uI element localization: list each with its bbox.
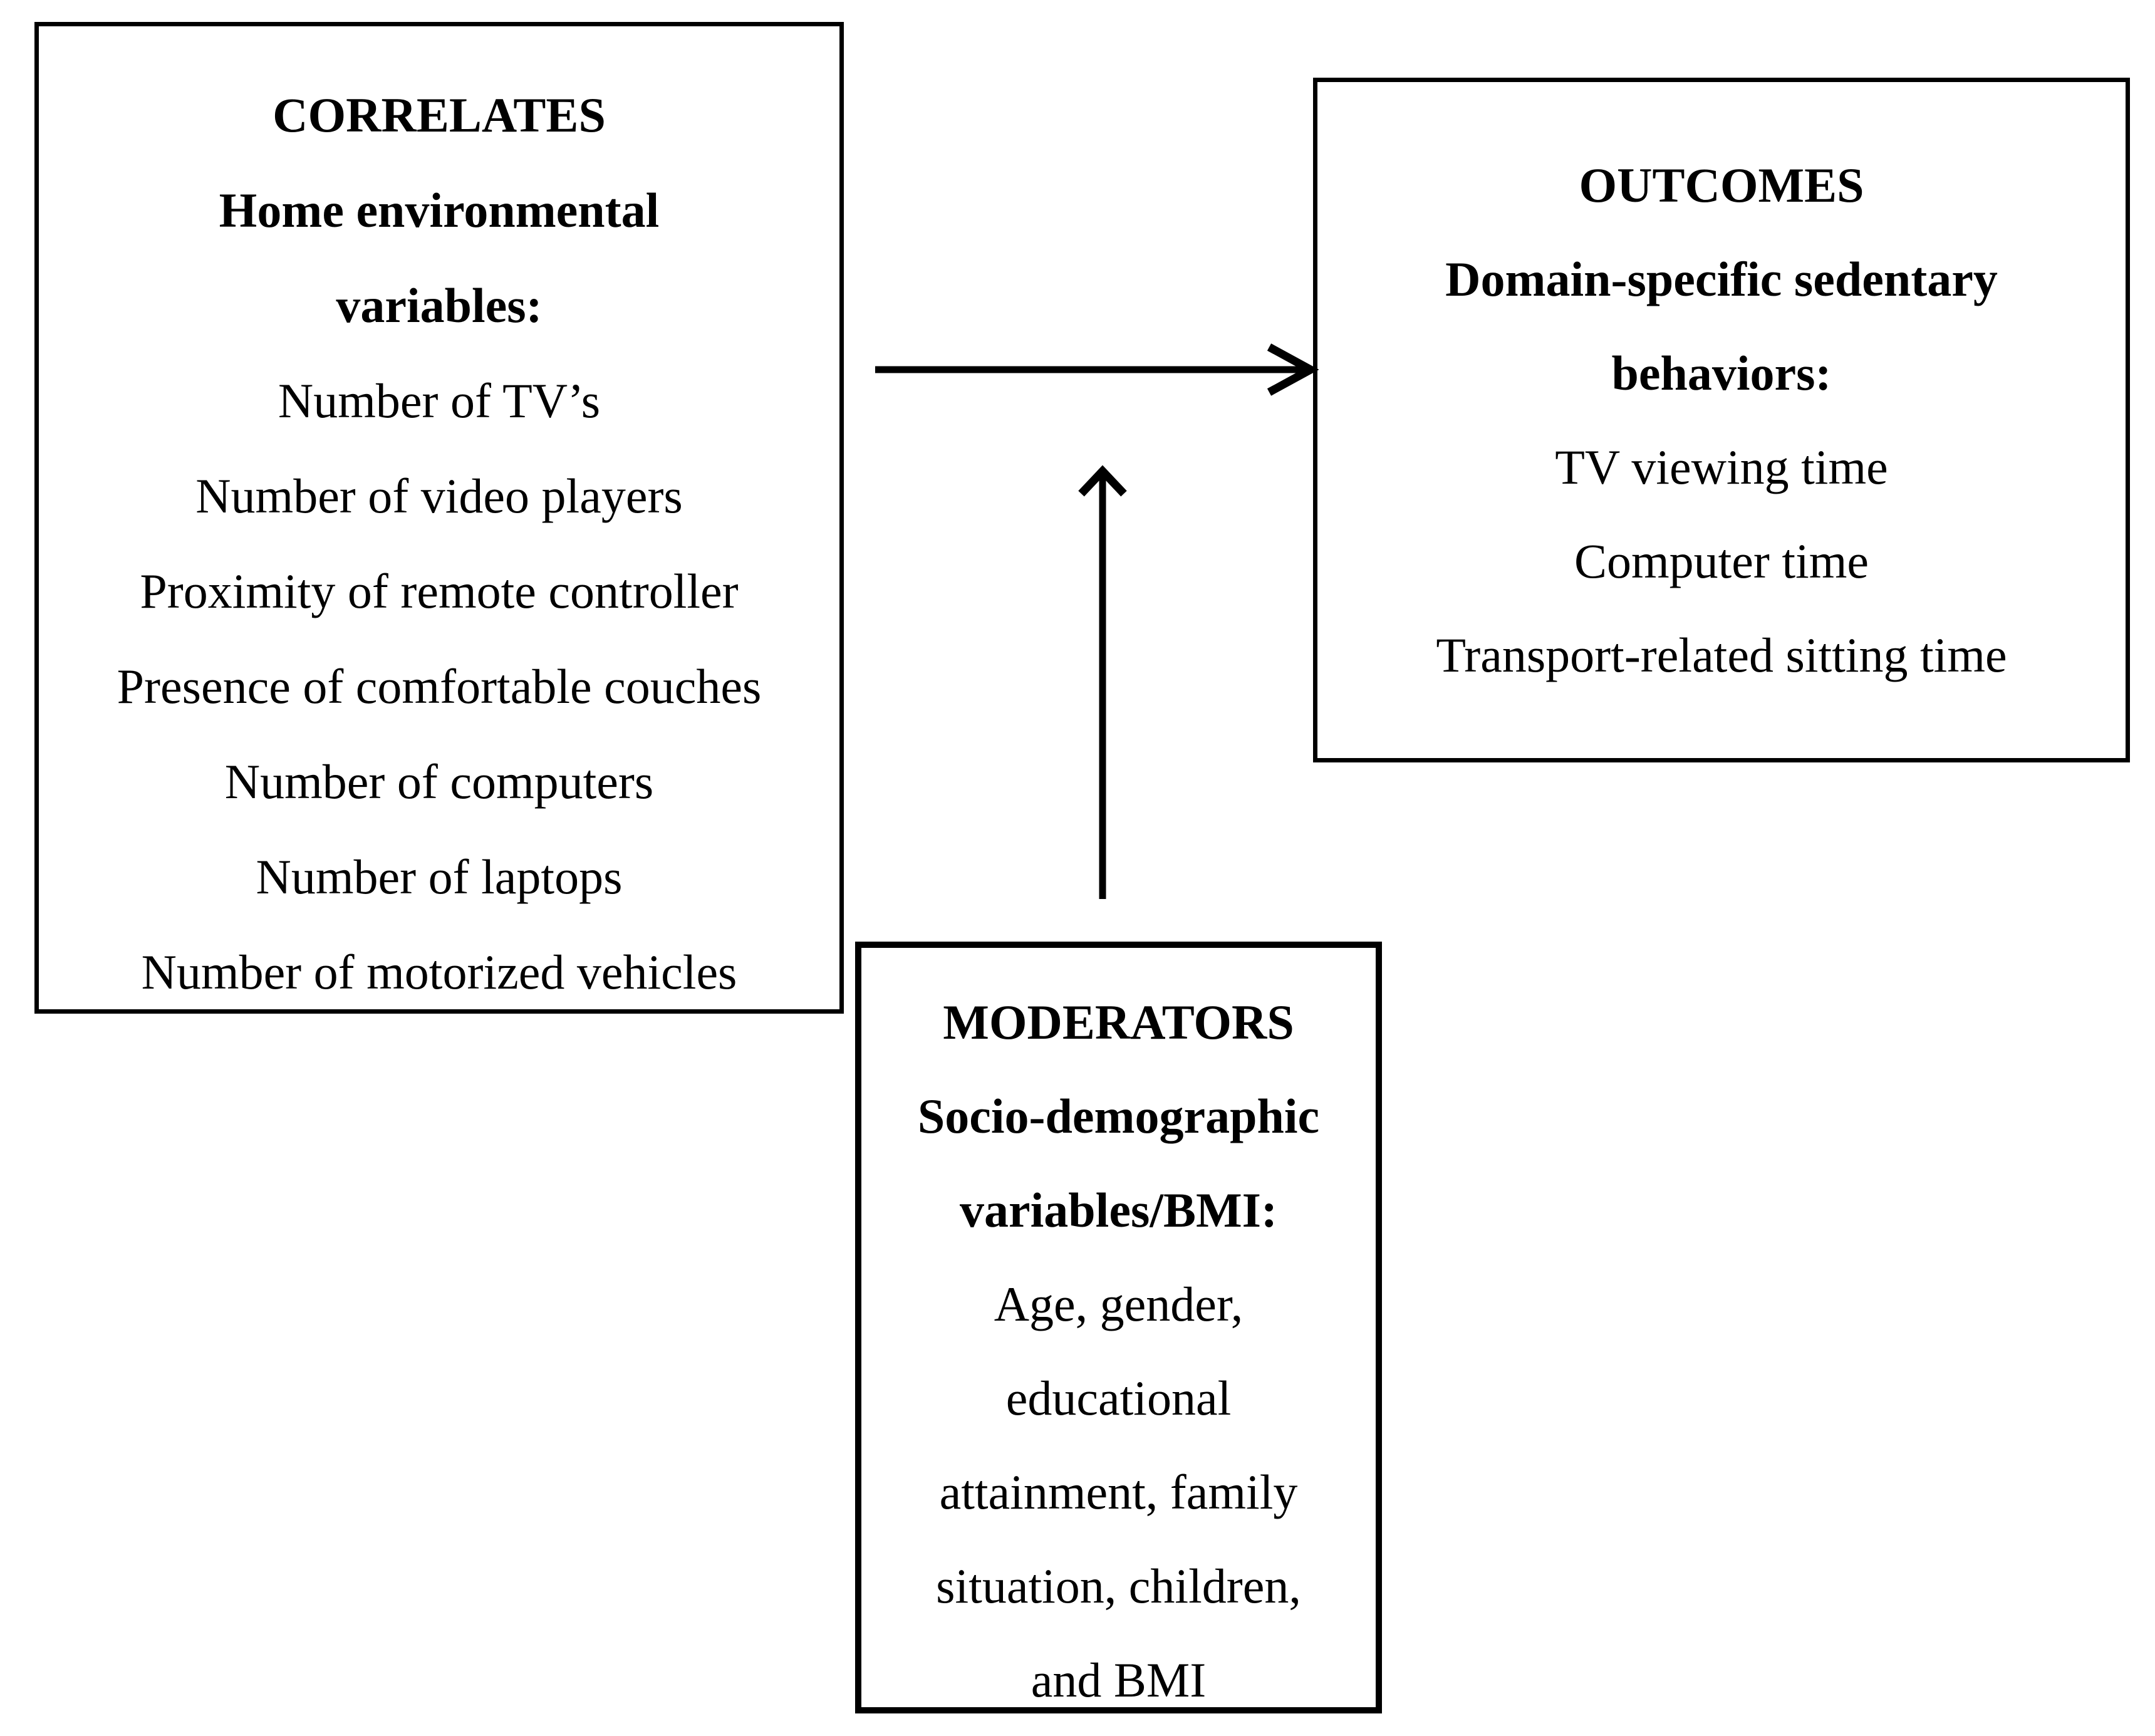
outcomes-subtitle-line-1: Domain-specific sedentary	[1445, 252, 1998, 306]
correlates-box: CORRELATES Home environmental variables:…	[34, 22, 844, 1014]
outcomes-item: Computer time	[1574, 534, 1869, 588]
right-arrow-correlates-to-outcomes	[875, 343, 1319, 396]
correlates-subtitle-line-1: Home environmental	[219, 183, 660, 237]
correlates-item: Number of computers	[224, 754, 654, 809]
correlates-item: Number of laptops	[256, 850, 623, 904]
correlates-title: CORRELATES	[273, 88, 606, 142]
moderators-item: attainment, family	[939, 1465, 1298, 1519]
moderators-subtitle-line-2: variables/BMI:	[960, 1183, 1277, 1237]
outcomes-title: OUTCOMES	[1579, 158, 1864, 212]
up-arrow-head-icon	[1078, 465, 1127, 497]
correlates-item: Number of video players	[195, 469, 683, 523]
moderators-item: educational	[1005, 1371, 1232, 1425]
correlates-subtitle-line-2: variables:	[336, 278, 543, 333]
right-arrow-head-icon	[1267, 343, 1319, 396]
correlates-item: Proximity of remote controller	[140, 564, 739, 618]
moderators-item: situation, children,	[936, 1559, 1301, 1613]
outcomes-subtitle-line-2: behaviors:	[1611, 346, 1832, 400]
moderators-subtitle-line-1: Socio-demographic	[917, 1089, 1320, 1143]
up-arrow-moderators-to-pathway	[1078, 465, 1127, 899]
moderators-box: MODERATORS Socio-demographic variables/B…	[855, 942, 1382, 1713]
correlates-item: Number of motorized vehicles	[141, 945, 737, 999]
moderators-title: MODERATORS	[943, 995, 1294, 1049]
correlates-item: Number of TV’s	[278, 373, 601, 428]
outcomes-box: OUTCOMES Domain-specific sedentary behav…	[1313, 78, 2130, 762]
outcomes-item: Transport-related sitting time	[1436, 628, 2007, 682]
outcomes-item: TV viewing time	[1555, 440, 1888, 494]
moderators-item: Age, gender,	[994, 1277, 1244, 1331]
correlates-item: Presence of comfortable couches	[117, 659, 762, 714]
moderators-item: and BMI	[1031, 1653, 1207, 1707]
